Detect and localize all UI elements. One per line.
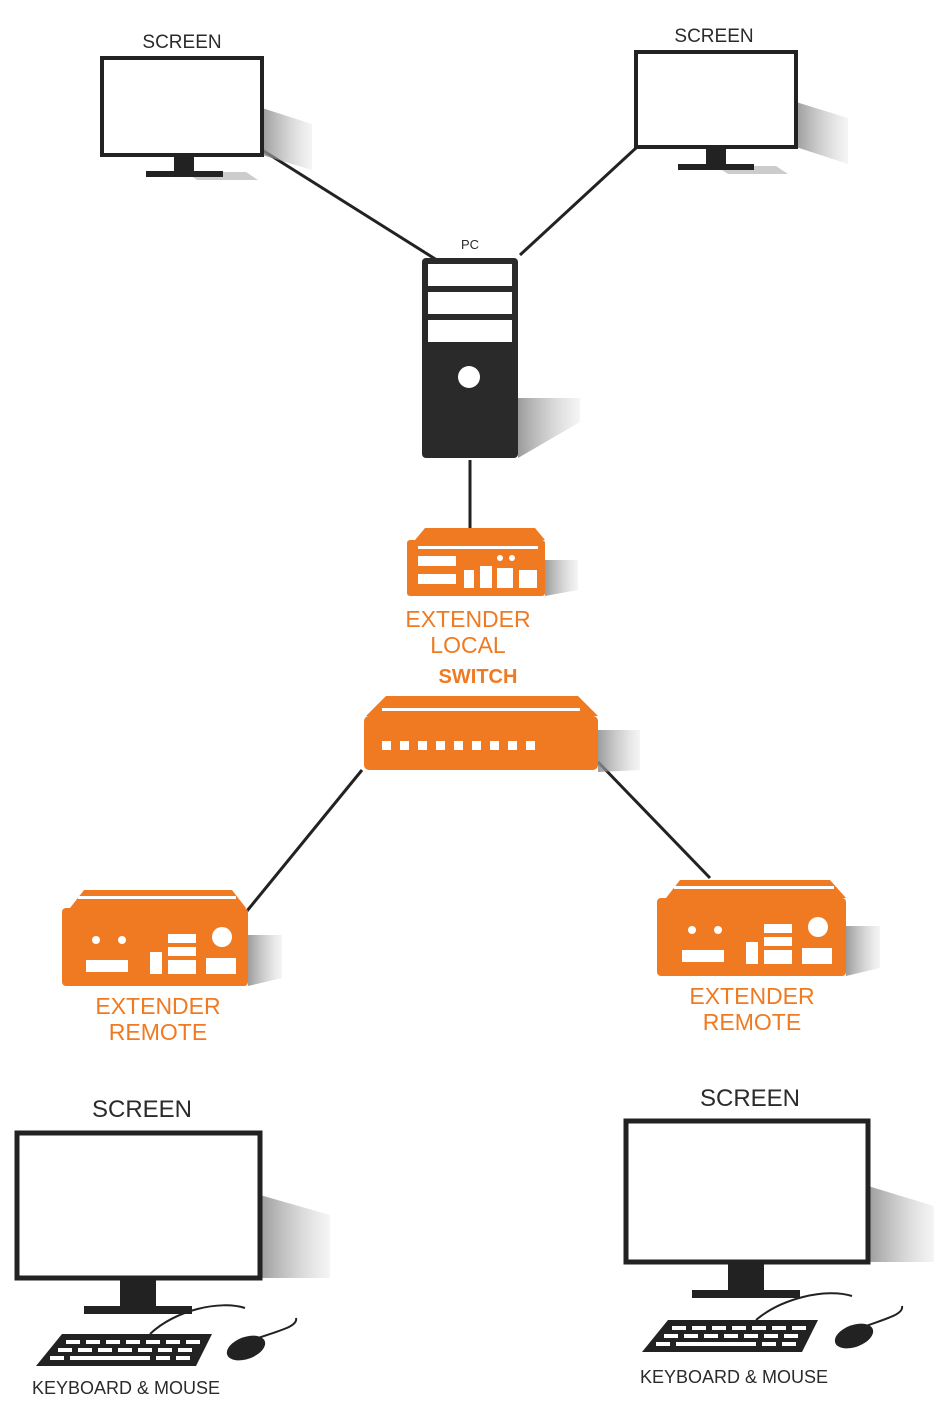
screen-top-right-label: SCREEN [674, 26, 753, 47]
pc: PC [422, 237, 580, 458]
connections [236, 146, 712, 923]
extender-local-label-line2: LOCAL [430, 632, 506, 658]
switch-icon [364, 696, 640, 772]
keyboard-mouse-left-label: KEYBOARD & MOUSE [32, 1378, 220, 1398]
switch: SWITCH [364, 666, 640, 772]
extender-local-label-line1: EXTENDER [405, 606, 530, 632]
extender-icon [657, 880, 880, 976]
link-switch-extender-right [596, 760, 712, 880]
workstation-bottom-right: SCREEN [623, 1085, 934, 1387]
pc-label: PC [461, 237, 479, 252]
mouse-icon [226, 1317, 298, 1361]
extender-remote-right-label-line2: REMOTE [703, 1009, 801, 1035]
extender-remote-left: EXTENDER REMOTE [62, 890, 282, 1045]
link-screen-right-pc [518, 146, 638, 257]
switch-ports [382, 741, 535, 750]
screen-top-right: SCREEN [634, 26, 848, 174]
screen-bottom-left-label: SCREEN [92, 1096, 192, 1123]
mouse-icon [834, 1305, 904, 1349]
screen-top-left: SCREEN [100, 32, 312, 180]
monitor-icon [100, 56, 312, 180]
link-screen-left-pc [261, 148, 441, 264]
extender-icon [62, 890, 282, 986]
monitor-icon [14, 1130, 330, 1314]
extender-remote-left-label-line1: EXTENDER [95, 993, 220, 1019]
extender-local: EXTENDER LOCAL [405, 528, 578, 658]
monitor-icon [623, 1118, 934, 1298]
screen-top-left-label: SCREEN [142, 32, 221, 53]
extender-remote-left-label-line2: REMOTE [109, 1019, 207, 1045]
extender-icon [407, 528, 578, 596]
keyboard-mouse-right-label: KEYBOARD & MOUSE [640, 1367, 828, 1387]
keyboard-icon [642, 1292, 853, 1352]
link-switch-extender-left [236, 769, 364, 923]
screen-bottom-right-label: SCREEN [700, 1085, 800, 1112]
keyboard-icon [36, 1304, 246, 1366]
extender-remote-right: EXTENDER REMOTE [657, 880, 880, 1035]
monitor-icon [634, 50, 848, 174]
switch-label: SWITCH [439, 666, 518, 688]
pc-tower-icon [422, 258, 580, 458]
extender-remote-right-label-line1: EXTENDER [689, 983, 814, 1009]
workstation-bottom-left: SCREEN [14, 1096, 330, 1398]
